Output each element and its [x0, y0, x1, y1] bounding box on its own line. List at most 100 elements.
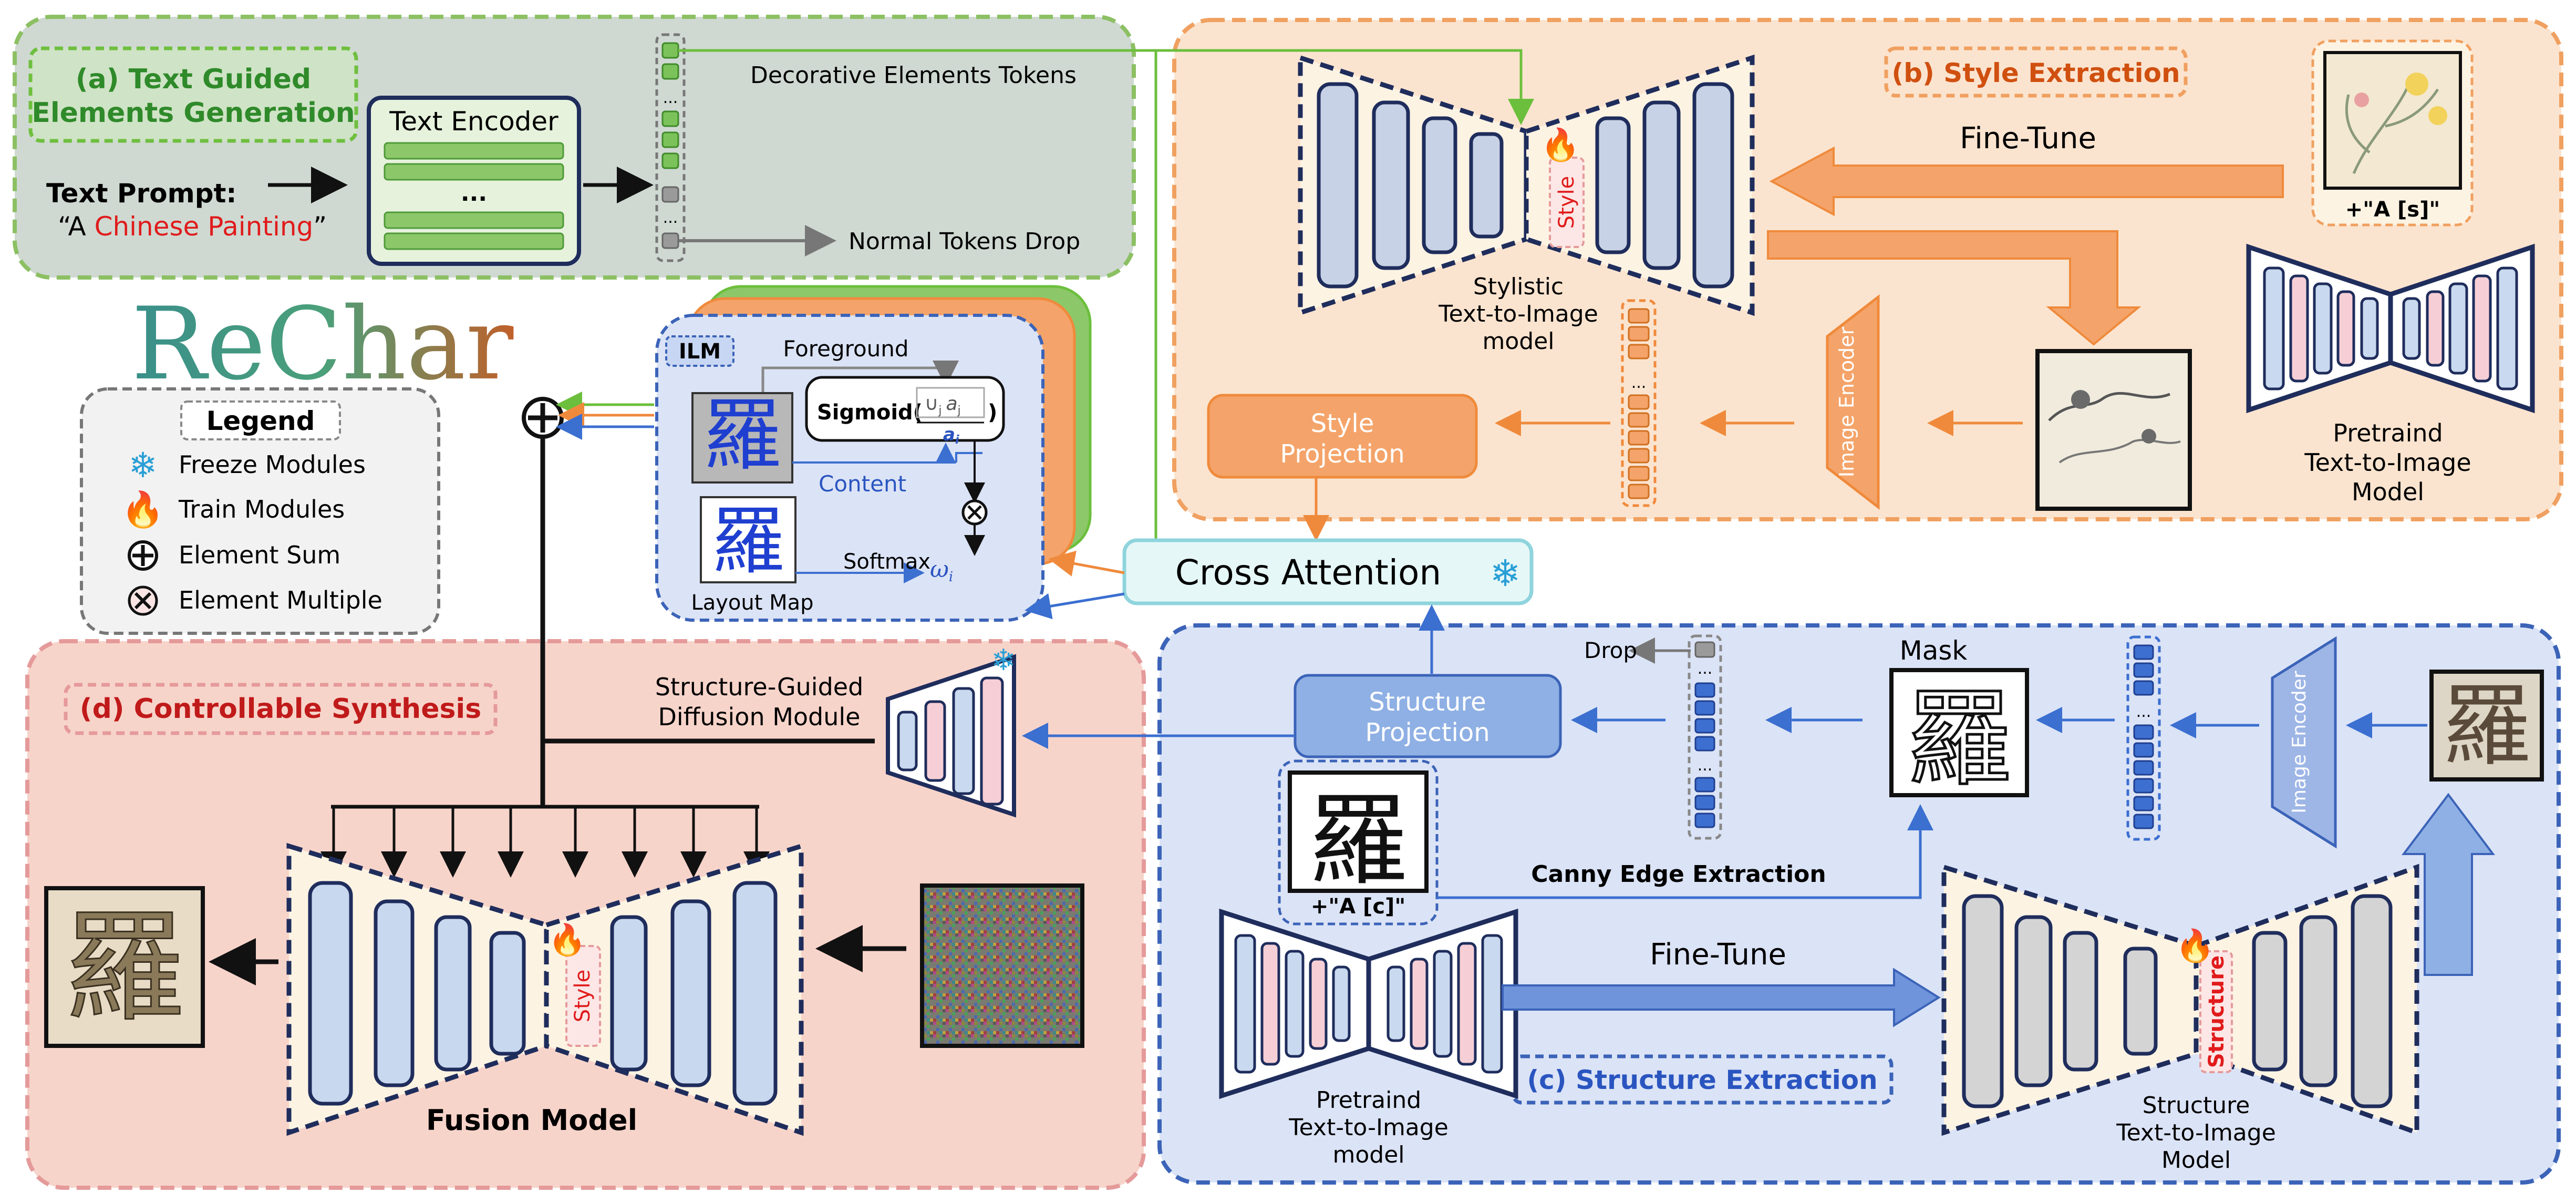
logo: ReChar	[131, 286, 514, 402]
structure-projection[interactable]: Structure Projection	[1294, 674, 1562, 758]
image-encoder-b: Image Encoder	[1826, 294, 1880, 510]
stylistic-model-line1: Stylistic	[1473, 273, 1564, 300]
output-char: 羅	[64, 898, 185, 1038]
panel-d-title: (d) Controllable Synthesis	[80, 693, 481, 725]
noise-image	[920, 883, 1084, 1048]
text-encoder: Text Encoder ...	[367, 96, 581, 266]
legend-item-train: Train Modules	[178, 495, 345, 523]
pretrained-c-line3: model	[1332, 1142, 1404, 1168]
ai-label: ai	[943, 424, 959, 447]
flame-icon: 🔥	[121, 489, 164, 530]
structure-unet: Structure 🔥	[1941, 863, 2419, 1136]
structure-projection-line1: Structure	[1369, 687, 1486, 717]
svg-text:...: ...	[663, 209, 678, 227]
pretrained-b-line2: Text-to-Image	[2304, 448, 2471, 477]
structure-projection-line2: Projection	[1365, 718, 1489, 747]
stylistic-model-line2: Text-to-Image	[1438, 301, 1598, 327]
sigmoid-close: )	[988, 400, 997, 425]
structure-guided-diffusion-module: ❄	[886, 643, 1016, 818]
style-projection-line1: Style	[1311, 409, 1374, 438]
svg-text:...: ...	[663, 89, 678, 107]
encoder-ellipsis: ...	[461, 180, 487, 207]
pretrained-b-line1: Pretraind	[2333, 419, 2443, 447]
style-reference-painting: +"A [s]"	[2311, 39, 2474, 227]
stylistic-style-tag: Style	[1555, 176, 1579, 229]
style-token-prompt: +"A [s]"	[2345, 198, 2440, 222]
mask-image: 羅	[1889, 668, 2029, 802]
panel-c-title: (c) Structure Extraction	[1527, 1065, 1877, 1095]
stylistic-flame-icon: 🔥	[1541, 127, 1580, 163]
structure-model-line3: Model	[2161, 1147, 2231, 1174]
cross-attention-snowflake-icon: ❄	[1490, 552, 1521, 595]
content-image: 羅 +"A [c]"	[1278, 759, 1439, 926]
fine-tune-arrow-c	[1502, 968, 1941, 1027]
ilm-orange-link	[1048, 550, 1125, 577]
legend-item-multiple: Element Multiple	[179, 586, 382, 614]
input-char: 羅	[2442, 674, 2531, 778]
token-column-b: ...	[1621, 299, 1657, 507]
output-image: 羅	[44, 886, 205, 1048]
foreground-char-image	[691, 392, 793, 484]
fine-tune-arrow-b	[1769, 146, 2284, 217]
fusion-flame-icon: 🔥	[549, 922, 586, 958]
token-column-c2: ...	[2126, 635, 2161, 841]
omega-label: ωi	[930, 556, 953, 585]
svg-text:...: ...	[2136, 703, 2151, 721]
structure-up-arrow	[2401, 793, 2496, 976]
foreground-char: 羅	[703, 390, 782, 481]
canny-arrow	[1437, 804, 1933, 899]
pretrained-unet-c	[1219, 908, 1518, 1099]
legend-item-sum: Element Sum	[179, 541, 340, 569]
fusion-unet: Style 🔥	[286, 842, 804, 1136]
content-label: Content	[819, 471, 906, 497]
cross-attention[interactable]: Cross Attention ❄	[1122, 538, 1534, 605]
foreground-label: Foreground	[783, 336, 908, 362]
panel-a-title-line1: (a) Text Guided	[76, 64, 311, 95]
image-encoder-c: Image Encoder	[2271, 636, 2337, 849]
sigmoid-label: Sigmoid(	[817, 400, 923, 425]
content-char: 羅	[1308, 783, 1408, 899]
token-column-a: ... ...	[655, 33, 686, 262]
style-projection-line2: Projection	[1280, 439, 1404, 469]
text-encoder-label: Text Encoder	[389, 106, 558, 137]
panel-c-title-box: (c) Structure Extraction	[1511, 1054, 1894, 1105]
layout-char-image	[700, 496, 796, 583]
legend-item-freeze: Freeze Modules	[179, 450, 366, 479]
mask-label: Mask	[1900, 635, 1968, 666]
structure-model-line1: Structure	[2143, 1092, 2250, 1119]
snowflake-icon: ❄	[128, 445, 157, 486]
svg-text:...: ...	[1698, 756, 1713, 775]
style-projection[interactable]: Style Projection	[1207, 394, 1478, 479]
sgdm-line2: Diffusion Module	[658, 703, 861, 731]
panel-b-title: (b) Style Extraction	[1891, 58, 2180, 88]
panel-b-title-box: (b) Style Extraction	[1884, 46, 2188, 98]
panel-d-title-box: (d) Controllable Synthesis	[64, 683, 498, 735]
content-token-prompt: +"A [c]"	[1311, 894, 1405, 919]
ilm-blue-link	[1025, 592, 1125, 620]
fine-tune-label-b: Fine-Tune	[1960, 121, 2096, 156]
image-encoder-c-label: Image Encoder	[2289, 671, 2310, 814]
mask-char: 羅	[1907, 678, 2012, 800]
layout-char: 羅	[711, 499, 785, 584]
stylistic-model-line3: model	[1482, 328, 1554, 355]
legend-title: Legend	[206, 406, 315, 436]
stylized-sample-image	[2035, 349, 2192, 511]
element-sum-node	[522, 397, 564, 439]
structure-flame-icon: 🔥	[2176, 928, 2215, 964]
pretrained-c-line2: Text-to-Image	[1288, 1114, 1449, 1141]
legend: Legend ❄ Freeze Modules 🔥 Train Modules …	[80, 387, 440, 635]
pretrained-unet-b	[2246, 243, 2535, 414]
structure-tag: Structure	[2205, 955, 2229, 1068]
fusion-model-label: Fusion Model	[426, 1104, 637, 1137]
cross-attention-label: Cross Attention	[1175, 552, 1442, 593]
svg-text:...: ...	[1631, 374, 1647, 392]
pretrained-b-line3: Model	[2352, 478, 2424, 506]
decorative-tokens-label: Decorative Elements Tokens	[750, 62, 1077, 89]
input-char-image: 羅	[2429, 670, 2544, 782]
ilm-tag: ILM	[679, 340, 721, 364]
fine-tune-label-c: Fine-Tune	[1650, 938, 1786, 972]
pretrained-c-line1: Pretraind	[1316, 1087, 1421, 1114]
fusion-style-tag: Style	[571, 970, 595, 1022]
